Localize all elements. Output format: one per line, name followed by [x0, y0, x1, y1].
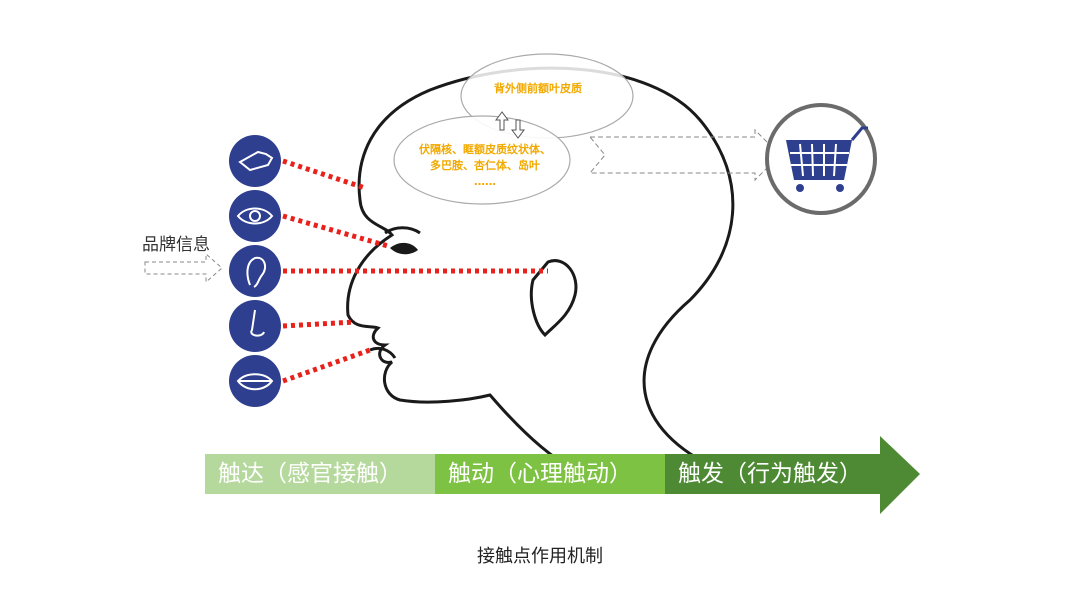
limbic-line-2: 多巴胺、杏仁体、岛叶 [395, 158, 575, 174]
stage-label-trigger: 触发（行为触发） [678, 454, 862, 494]
brand-arrow [145, 254, 222, 282]
limbic-line-3: …… [395, 174, 575, 190]
limbic-label: 伏隔核、眶额皮质纹状体、 多巴胺、杏仁体、岛叶 …… [395, 142, 575, 190]
sense-touch [229, 135, 281, 187]
limbic-line-1: 伏隔核、眶额皮质纹状体、 [395, 142, 575, 158]
stage-label-touch: 触达（感官接触） [218, 454, 402, 494]
dlpfc-label: 背外侧前额叶皮质 [478, 80, 598, 96]
sense-taste [229, 355, 281, 407]
sense-sight [229, 190, 281, 242]
ear-shape [531, 261, 576, 335]
diagram-caption: 接触点作用机制 [0, 542, 1080, 568]
sense-smell [229, 300, 281, 352]
to-cart-arrow [590, 130, 780, 180]
stage-label-move: 触动（心理触动） [448, 454, 632, 494]
line-taste [283, 350, 370, 381]
line-smell [283, 322, 355, 326]
sense-hearing [229, 245, 281, 297]
mouth-shape [370, 348, 395, 358]
line-touch [283, 161, 365, 188]
eye-shape [390, 243, 418, 254]
brand-info-label: 品牌信息 [142, 230, 210, 255]
